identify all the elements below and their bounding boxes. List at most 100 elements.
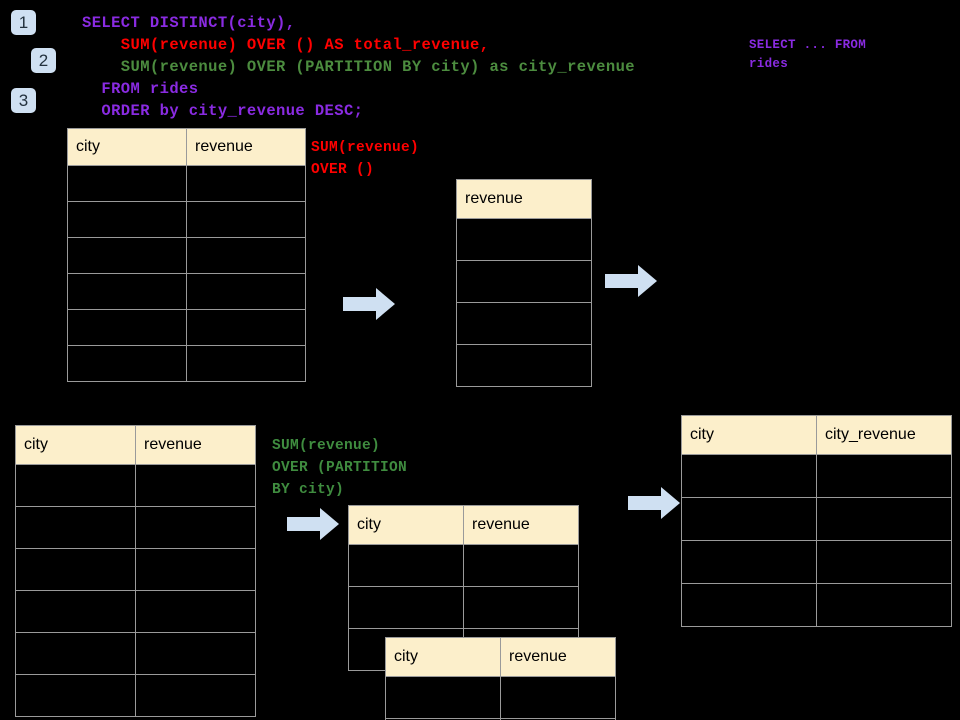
step-badge-2: 2 (31, 48, 56, 73)
partition-group-b-table: city revenue (385, 637, 616, 720)
city-revenue-result-table: city city_revenue (681, 415, 952, 627)
arrow-source-to-partition (287, 508, 339, 540)
cell-revenue (135, 590, 256, 633)
cell-city (15, 632, 136, 675)
cell-revenue (186, 273, 306, 310)
column-header-revenue: revenue (186, 128, 306, 166)
cell-revenue (135, 674, 256, 717)
cell-city (15, 548, 136, 591)
table-row (15, 632, 256, 675)
cell-revenue (456, 344, 592, 387)
partition-source-table: city revenue (15, 425, 256, 717)
sql-line-from: FROM rides (82, 80, 199, 98)
cell-city (385, 676, 501, 719)
column-header-revenue: revenue (135, 425, 256, 465)
sql-line-sum-over-empty: SUM(revenue) OVER () AS total_revenue, (82, 36, 490, 54)
cell-city (15, 590, 136, 633)
table-header-row: city revenue (15, 425, 256, 465)
sql-line-select: SELECT DISTINCT(city), (82, 14, 296, 32)
cell-city (67, 309, 187, 346)
table-row (67, 309, 306, 346)
column-header-city: city (67, 128, 187, 166)
table-header-row: city revenue (385, 637, 616, 677)
rides-source-table: city revenue (67, 128, 306, 382)
table-row (456, 302, 592, 345)
table-row (348, 544, 579, 587)
table-row (15, 506, 256, 549)
cell-revenue (456, 260, 592, 303)
cell-city (67, 273, 187, 310)
table-row (681, 454, 952, 498)
column-header-city-revenue: city_revenue (816, 415, 952, 455)
table-row (456, 218, 592, 261)
column-header-revenue: revenue (456, 179, 592, 219)
total-revenue-table: revenue (456, 179, 592, 387)
cell-city (348, 544, 464, 587)
cell-city (15, 674, 136, 717)
table-row (67, 345, 306, 382)
cell-city (67, 237, 187, 274)
arrow-source-to-total (343, 288, 395, 320)
table-row (67, 273, 306, 310)
step-badge-1: 1 (11, 10, 36, 35)
table-header-row: revenue (456, 179, 592, 219)
table-header-row: city revenue (348, 505, 579, 545)
cell-revenue (500, 676, 616, 719)
cell-revenue (456, 302, 592, 345)
cell-city (681, 540, 817, 584)
cell-city (681, 583, 817, 627)
sql-line-sum-over-partition: SUM(revenue) OVER (PARTITION BY city) as… (82, 58, 635, 76)
table-row (15, 674, 256, 717)
cell-city (15, 506, 136, 549)
table-row (385, 718, 616, 720)
cell-revenue (135, 632, 256, 675)
table-row (456, 344, 592, 387)
table-row (681, 540, 952, 584)
column-header-city: city (15, 425, 136, 465)
table-row (67, 237, 306, 274)
table-row (15, 464, 256, 507)
cell-city (67, 345, 187, 382)
arrow-partition-to-result (628, 487, 680, 519)
cell-revenue (186, 237, 306, 274)
cell-revenue (463, 544, 579, 587)
table-row (456, 260, 592, 303)
sql-line-order-by: ORDER by city_revenue DESC; (82, 102, 364, 120)
table-row (385, 676, 616, 719)
cell-city-revenue (816, 454, 952, 498)
cell-revenue (463, 586, 579, 629)
cell-city (15, 464, 136, 507)
cell-revenue (186, 309, 306, 346)
cell-city-revenue (816, 540, 952, 584)
cell-revenue (135, 548, 256, 591)
cell-city (681, 497, 817, 541)
column-header-city: city (348, 505, 464, 545)
cell-revenue (186, 165, 306, 202)
cell-city (348, 586, 464, 629)
cell-city (681, 454, 817, 498)
annotation-sum-over-empty: SUM(revenue) OVER () (311, 140, 420, 178)
table-header-row: city city_revenue (681, 415, 952, 455)
cell-revenue (186, 345, 306, 382)
table-row (15, 548, 256, 591)
cell-revenue (186, 201, 306, 238)
cell-city (67, 201, 187, 238)
cell-revenue (135, 506, 256, 549)
annotation-sum-over-partition: SUM(revenue) OVER (PARTITION BY city) (272, 438, 408, 498)
cell-city-revenue (816, 583, 952, 627)
column-header-city: city (385, 637, 501, 677)
cell-city (67, 165, 187, 202)
column-header-city: city (681, 415, 817, 455)
table-row (348, 586, 579, 629)
column-header-revenue: revenue (500, 637, 616, 677)
table-row (681, 497, 952, 541)
cell-city-revenue (816, 497, 952, 541)
table-row (67, 201, 306, 238)
cell-revenue (500, 718, 616, 720)
table-row (15, 590, 256, 633)
cell-revenue (456, 218, 592, 261)
column-header-revenue: revenue (463, 505, 579, 545)
table-header-row: city revenue (67, 128, 306, 166)
table-row (67, 165, 306, 202)
